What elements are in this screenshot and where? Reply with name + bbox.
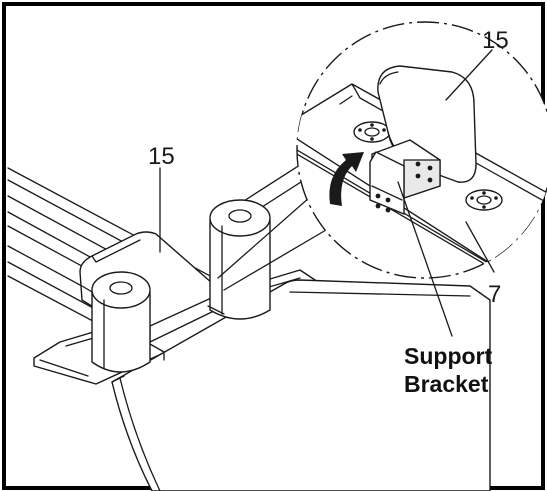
label-support-bracket-line2: Bracket [404,371,489,397]
label-part-15-detail: 15 [482,27,509,54]
shoulder-pad-front [92,272,150,372]
label-part-15-main: 15 [148,143,175,170]
detail-view [280,22,547,278]
label-support-bracket-line1: Support [404,343,492,369]
label-part-7: 7 [488,281,501,308]
